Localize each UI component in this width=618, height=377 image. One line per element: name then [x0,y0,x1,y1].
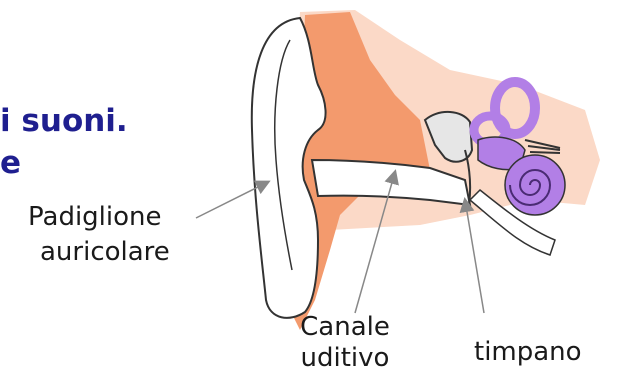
canal-label-line-1: Canale [283,312,407,342]
heading-line-2: e [0,145,21,181]
pinna-label-line-2: auricolare [40,237,170,267]
canal-label-line-2: uditivo [283,343,407,373]
pinna-label-line-1: Padiglione [28,202,162,232]
heading-line-1: i suoni. [0,103,128,139]
eardrum-pointer-line [465,200,484,313]
cochlea [505,155,565,215]
eardrum-label: timpano [474,337,582,367]
